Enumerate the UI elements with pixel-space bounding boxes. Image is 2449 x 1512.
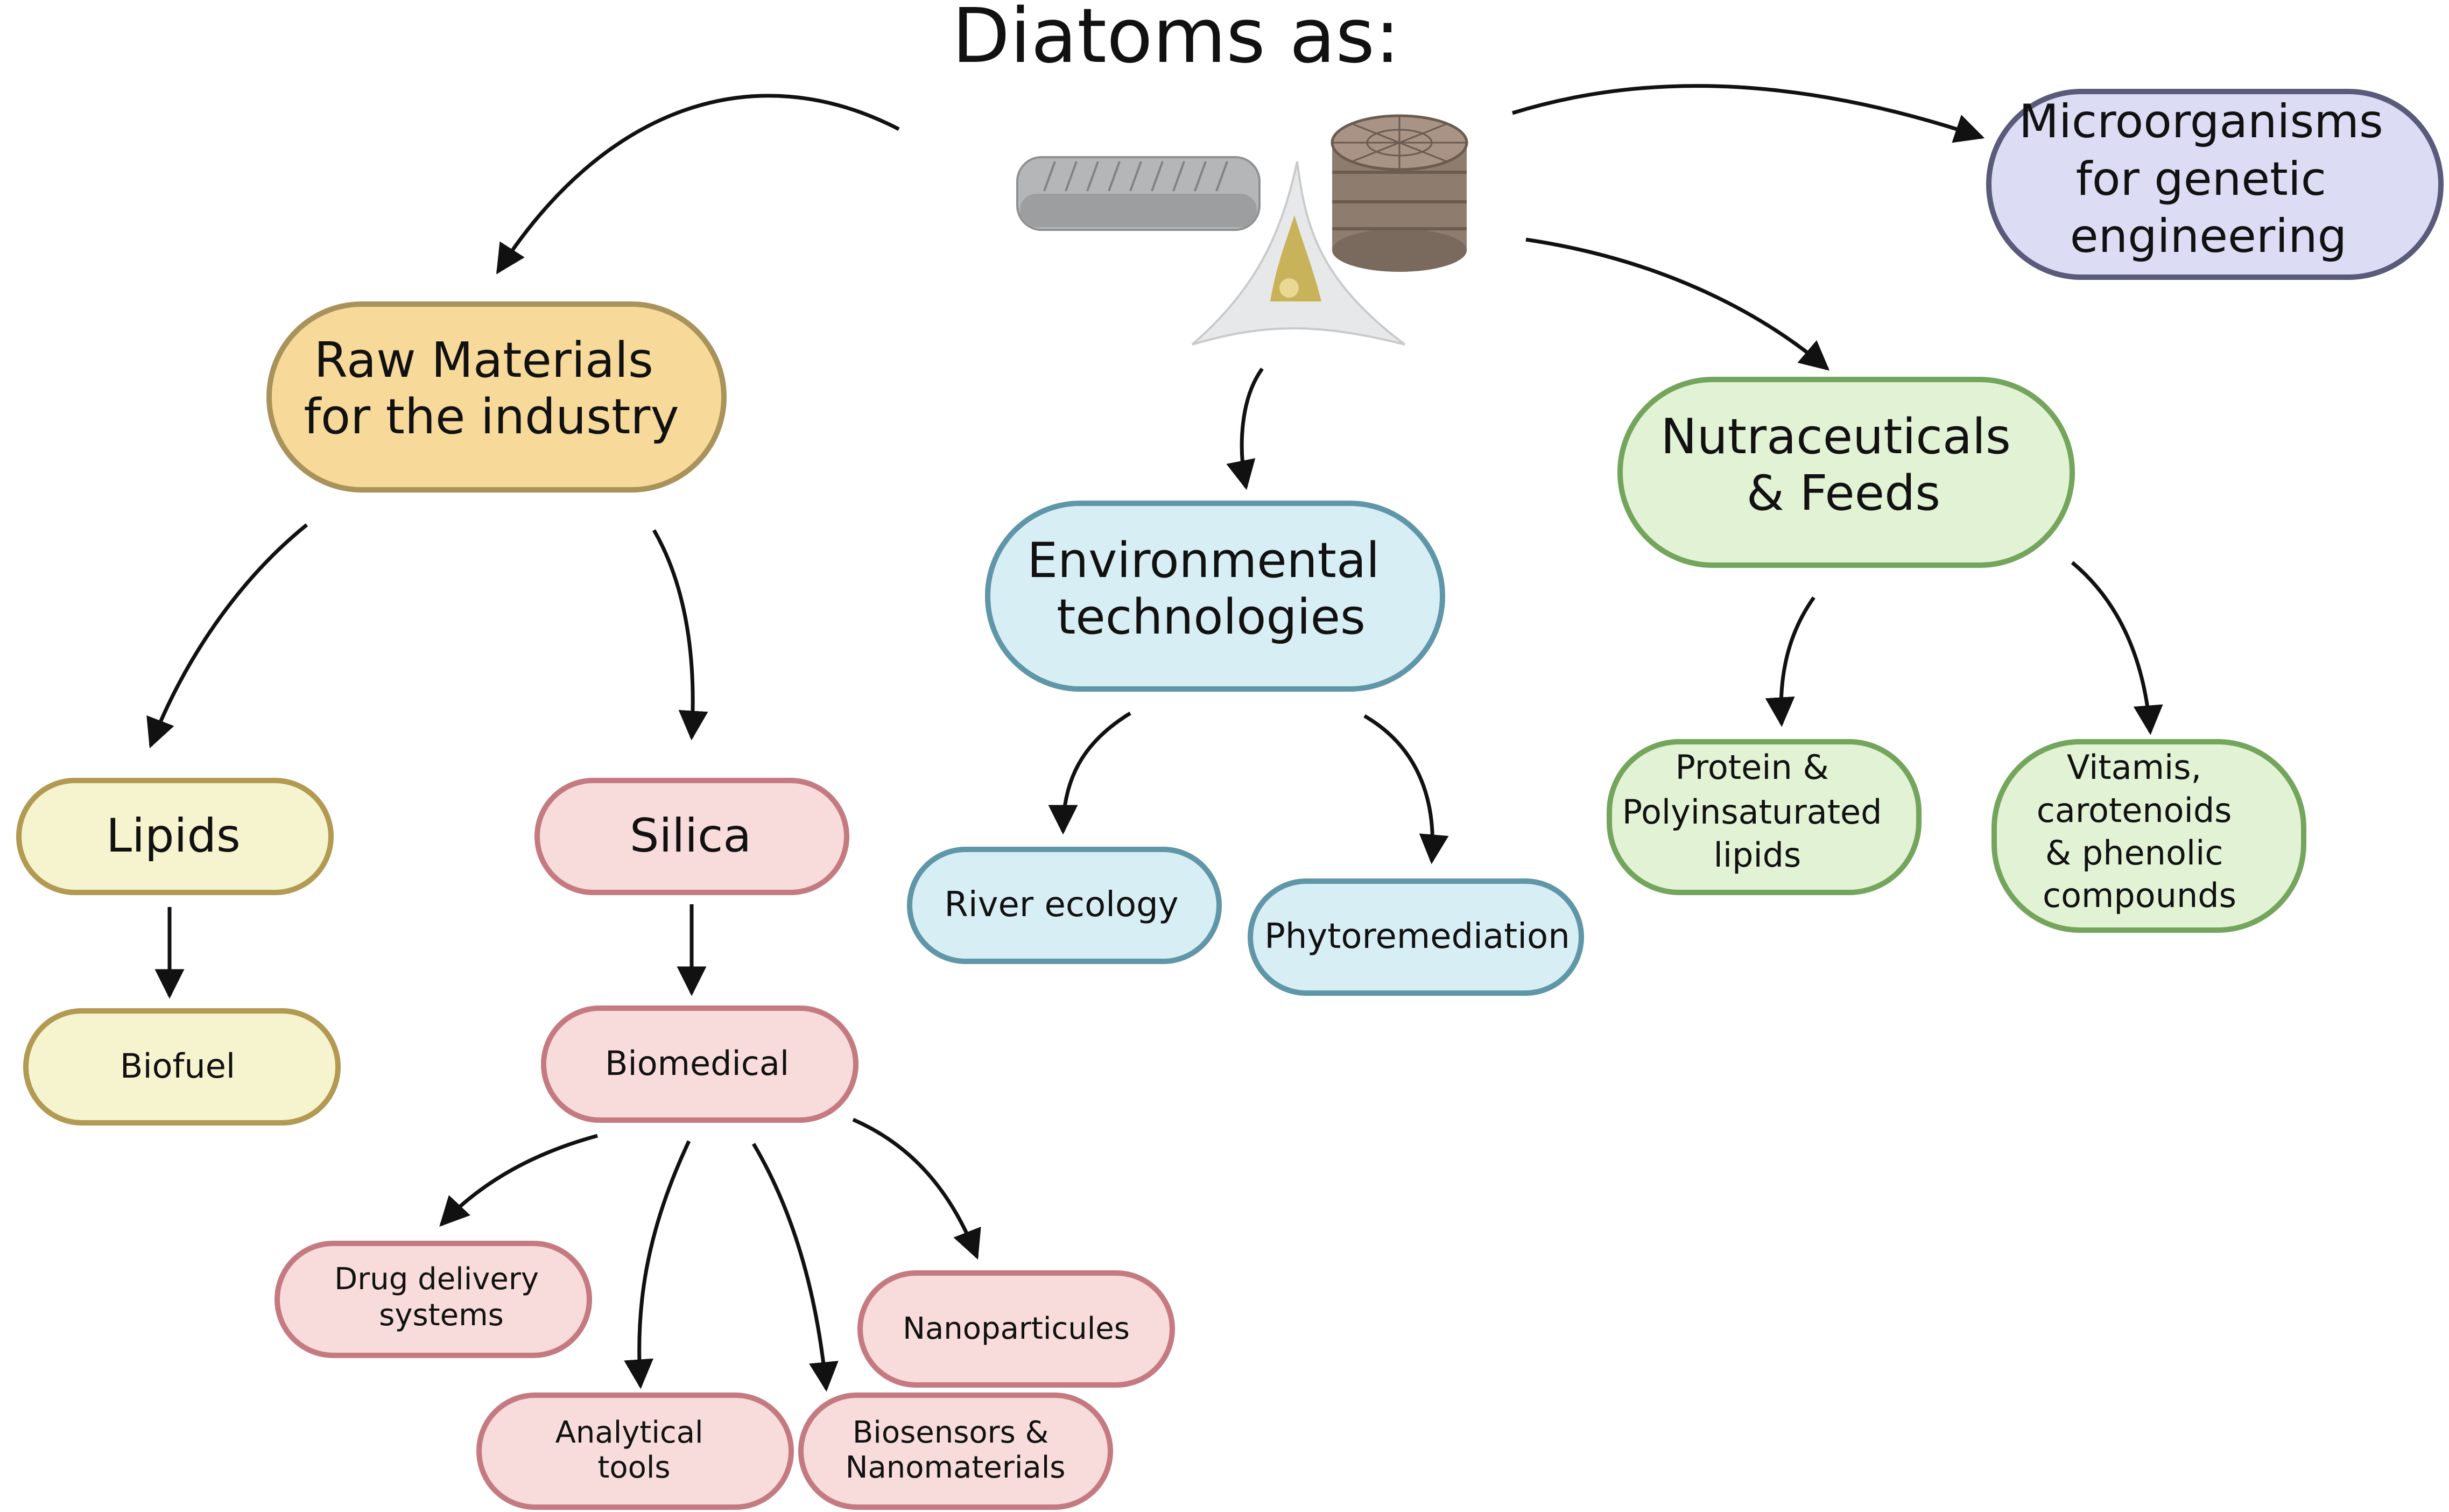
node-label-line: engineering [2070,209,2347,263]
diagram-title: Diatoms as: [952,0,1401,80]
node-shape [1248,878,1584,996]
node-river-ecology: River ecology [907,847,1222,964]
node-label-line: Microorganisms [2019,95,2383,149]
node-shape [985,501,1445,692]
arrow-to-biosensors [751,1143,839,1392]
arrow-to-protein [1765,596,1815,727]
node-label-line: carotenoids [2037,791,2232,830]
node-lipids: Lipids [16,778,334,895]
arrow-to-silica [652,529,708,741]
arrow-to-river-ecology [1048,712,1131,835]
node-label-line: Environmental [1027,532,1380,589]
node-shape [534,778,849,895]
node-label-line: & phenolic [2045,833,2223,873]
node-label-line: Nanomaterials [846,1450,1066,1485]
node-shape [1617,377,2075,568]
node-label-line: lipids [1714,835,1801,875]
node-shape [16,778,334,895]
triradiate-diatom-icon [1191,161,1406,346]
pennate-diatom-icon [1016,156,1261,231]
arrow-to-nutraceuticals [1525,237,1830,371]
centric-diatom-icon [1331,114,1468,272]
arrows [146,84,2163,1392]
node-label-line: Raw Materials [314,332,653,389]
svg-text:Environmental technologi: Environmental technologies [1027,532,1395,645]
node-label-line: Vitamis, [2067,748,2201,787]
arrow-to-drug-delivery [439,1134,598,1227]
arrow-to-lipids [146,523,308,749]
svg-text:Raw Materials for the in: Raw Materials for the industry [304,332,679,445]
node-label-line: Nanoparticules [903,1311,1130,1346]
node-label-line: for the industry [304,389,679,445]
node-label-line: Phytoremediation [1264,917,1570,957]
arrow-to-microorganisms [1511,84,1985,143]
node-shape [541,1005,858,1123]
node-label-line: Nutraceuticals [1660,409,2011,465]
svg-text:Nutraceuticals & Feeds: Nutraceuticals & Feeds [1660,409,2026,522]
node-microorganisms: Microorganisms for genetic engineering [1986,89,2444,280]
arrow-to-raw-materials [496,94,900,275]
node-label-line: Silica [630,809,751,863]
node-label-line: River ecology [944,885,1178,925]
node-label-line: Analytical [555,1415,703,1450]
node-label-line: for genetic [2076,152,2326,206]
node-shape [23,1008,341,1126]
node-label-line: tools [597,1450,670,1485]
node-shape [857,1270,1175,1388]
arrow-to-analytical-tools [624,1140,691,1389]
node-biomedical: Biomedical [541,1005,858,1123]
svg-text:Vitamis, carotenoids: Vitamis, carotenoids & phenolic compound… [2037,748,2242,915]
svg-text:Analytical tools: Analytical tools [555,1415,713,1485]
arrow-to-nanoparticules [852,1117,981,1260]
node-shape [1986,89,2444,280]
node-shape [798,1393,1113,1510]
node-shape [1991,739,2306,933]
node-biofuel: Biofuel [23,1008,341,1126]
node-label-line: Protein & [1675,748,1828,787]
node-label-line: Lipids [106,809,241,863]
node-label-line: Biofuel [120,1046,235,1086]
node-nutraceuticals: Nutraceuticals & Feeds [1617,377,2075,568]
node-shape [476,1393,794,1510]
node-shape [1607,739,1922,895]
node-label-line: systems [379,1298,504,1333]
node-label-line: Drug delivery [334,1262,539,1297]
node-environmental: Environmental technologies [985,501,1445,692]
arrow-to-vitamins [2071,561,2163,735]
node-label-line: & Feeds [1747,465,1940,522]
node-vitamins: Vitamis, carotenoids & phenolic compound… [1991,739,2306,933]
node-label-line: Biomedical [605,1044,789,1083]
node-label-line: Biosensors & [853,1415,1048,1450]
svg-text:Biosensors & Nanomateria: Biosensors & Nanomaterials [846,1415,1066,1485]
diatom-illustrations [1016,114,1468,346]
node-shape [907,847,1222,964]
svg-text:Drug delivery systems: Drug delivery systems [334,1262,548,1333]
node-label-line: technologies [1057,589,1366,645]
node-protein: Protein & Polyinsaturated lipids [1607,739,1922,895]
svg-text:Microorganisms for genet: Microorganisms for genetic engineering [2019,95,2398,263]
node-raw-materials: Raw Materials for the industry [266,301,727,493]
svg-text:Protein & Polyinsaturate: Protein & Polyinsaturated lipids [1622,748,1892,875]
node-label-line: Polyinsaturated [1622,792,1882,832]
node-shape [266,301,727,493]
node-nanoparticules: Nanoparticules [857,1270,1175,1388]
node-label-line: compounds [2043,876,2236,915]
node-shape [275,1241,592,1358]
arrow-to-environmental [1226,367,1264,490]
node-analytical-tools: Analytical tools [476,1393,794,1510]
arrow-to-phytoremediation [1363,714,1449,864]
node-biosensors: Biosensors & Nanomaterials [798,1393,1113,1510]
node-silica: Silica [534,778,849,895]
node-drug-delivery: Drug delivery systems [275,1241,592,1358]
node-phytoremediation: Phytoremediation [1248,878,1584,996]
